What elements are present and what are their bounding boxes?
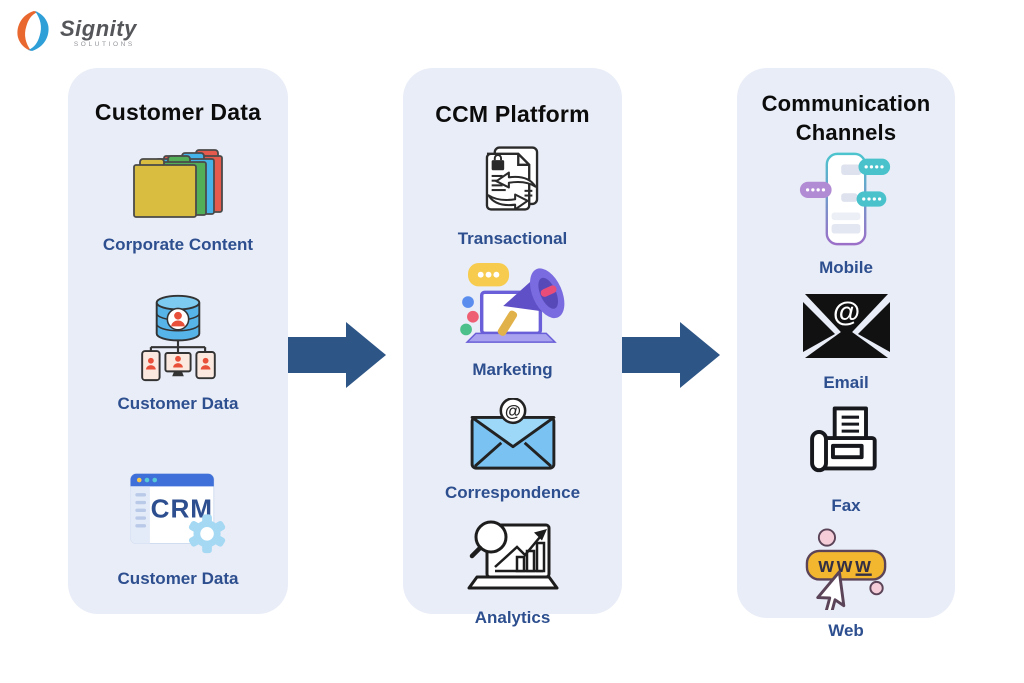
diagram-item: Fax — [806, 405, 886, 516]
flow-arrow-right — [622, 322, 720, 388]
brand-name: Signity — [60, 16, 137, 42]
mobile-chat-icon — [797, 151, 895, 252]
diagram-item: @ Email — [799, 290, 894, 393]
item-label: Mobile — [819, 258, 873, 278]
diagram-item: Marketing — [455, 261, 570, 380]
analytics-chart-icon — [463, 519, 563, 602]
item-label: Email — [823, 373, 869, 393]
ccm-platform-panel: CCM Platform Trans — [403, 68, 622, 627]
diagram-item: www Web — [799, 528, 894, 641]
diagram-item: Corporate Content — [103, 146, 253, 255]
marketing-megaphone-icon — [455, 261, 570, 354]
crm-text: CRM — [151, 493, 213, 523]
item-label: Customer Data — [117, 568, 239, 588]
signity-logo: Signity SOLUTIONS — [14, 10, 137, 57]
item-label: Transactional — [457, 228, 568, 248]
customer-data-panel: Customer Data Corporate Content — [68, 68, 288, 614]
folders-icon — [128, 146, 228, 229]
diagram-item: Customer Data — [117, 291, 239, 414]
item-label: Marketing — [472, 359, 553, 379]
email-envelope-icon: @ — [799, 290, 894, 367]
item-label: Analytics — [474, 607, 551, 627]
diagram-item: CRM Customer Data — [117, 466, 239, 589]
diagram-item: @ Correspondence — [444, 397, 581, 503]
correspondence-envelope-icon: @ — [465, 397, 560, 477]
panel-title: CCM Platform — [435, 101, 590, 127]
diagram-item: Analytics — [463, 519, 563, 628]
signity-swirl-icon — [14, 10, 52, 57]
diagram-item: Mobile — [797, 151, 895, 278]
item-label: Customer Data — [117, 393, 239, 413]
item-label: Fax — [831, 496, 861, 516]
item-label: Web — [828, 621, 864, 641]
web-www-icon: www — [799, 528, 894, 616]
transactional-documents-icon — [476, 146, 548, 223]
communication-channels-panel: Communication Channels — [737, 68, 955, 640]
panel-title: Communication Channels — [761, 91, 931, 145]
panel-title: Customer Data — [94, 99, 262, 125]
at-sign-text: @ — [832, 296, 859, 327]
www-text: www — [817, 555, 873, 577]
brand-subtitle: SOLUTIONS — [73, 41, 135, 49]
fax-machine-icon — [806, 405, 886, 490]
item-label: Corporate Content — [102, 234, 254, 254]
diagram-item: Transactional — [457, 146, 568, 249]
customer-database-icon — [128, 291, 228, 388]
at-sign-text: @ — [505, 401, 521, 420]
crm-browser-icon: CRM — [125, 466, 230, 563]
item-label: Correspondence — [444, 482, 581, 502]
flow-arrow-left — [288, 322, 386, 388]
